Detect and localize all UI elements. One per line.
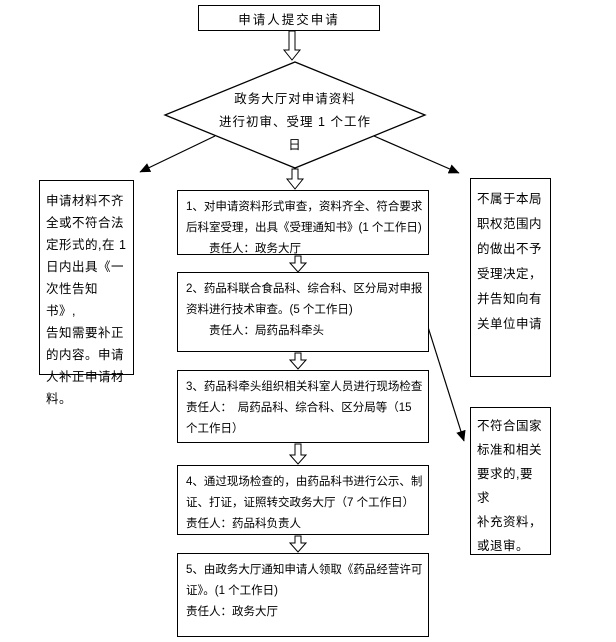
branch-arrow-supplement xyxy=(427,326,466,442)
step-line: 资料进行技术审查。(5 个工作日) xyxy=(186,304,353,316)
step-line: 责任人：政务大厅 xyxy=(186,606,278,618)
step-line: 证》。(1 个工作日) xyxy=(186,585,278,597)
step-line: 5、由政务大厅通知申请人领取《药品经营许可 xyxy=(186,564,423,576)
process-step-5: 5、由政务大厅通知申请人领取《药品经营许可 证》。(1 个工作日) 责任人：政务… xyxy=(177,553,429,637)
decision-diamond xyxy=(163,61,427,169)
arrow-down-icon xyxy=(288,443,308,465)
step-line: 个工作日） xyxy=(186,423,244,435)
step-line: 责任人：政务大厅 xyxy=(186,243,301,255)
branch-arrow-left xyxy=(139,135,216,173)
step-line: 证、打证，证照转交政务大厅（7 个工作日） xyxy=(186,497,415,509)
step-line: 责任人：药品科负责人 xyxy=(186,518,301,530)
process-step-1: 1、对申请资料形式审查，资料齐全、符合要求 后科室受理，出具《受理通知书》(1 … xyxy=(177,190,429,255)
step-line: 2、药品科联合食品科、综合科、区分局对申报 xyxy=(186,283,423,295)
right-branch-node: 不属于本局 职权范围内 的做出不予 受理决定， 并告知向有 关单位申请 xyxy=(470,178,551,377)
arrow-down-icon xyxy=(282,30,302,61)
arrow-down-icon xyxy=(288,255,308,273)
arrow-down-icon xyxy=(288,352,308,370)
arrow-down-icon xyxy=(285,168,305,190)
decision-node-label: 政务大厅对申请资料 进行初审、受理 1 个工作 日 xyxy=(219,92,371,152)
start-node-label: 申请人提交申请 xyxy=(238,12,340,27)
step-line: 1、对申请资料形式审查，资料齐全、符合要求 xyxy=(186,201,423,213)
start-node: 申请人提交申请 xyxy=(198,5,380,31)
supplement-branch-node: 不符合国家 标准和相关 要求的,要求 补充资料， 或退审。 xyxy=(470,407,551,555)
step-line: 责任人： 局药品科、综合科、区分局等（15 xyxy=(186,402,412,414)
step-line: 3、药品科牵头组织相关科室人员进行现场检查 xyxy=(186,381,423,393)
process-step-2: 2、药品科联合食品科、综合科、区分局对申报 资料进行技术审查。(5 个工作日) … xyxy=(177,272,429,352)
step-line: 后科室受理，出具《受理通知书》(1 个工作日) xyxy=(186,222,422,234)
step-line: 4、通过现场检查的，由药品科书进行公示、制 xyxy=(186,476,423,488)
branch-arrow-right xyxy=(373,135,460,174)
arrow-down-icon xyxy=(288,535,308,553)
step-line: 责任人：局药品科牵头 xyxy=(186,325,324,337)
process-step-4: 4、通过现场检查的，由药品科书进行公示、制 证、打证，证照转交政务大厅（7 个工… xyxy=(177,465,429,535)
left-branch-node: 申请材料不齐 全或不符合法 定形式的,在 1 日内出具《一 次性告知书》, 告知… xyxy=(39,180,134,406)
process-step-3: 3、药品科牵头组织相关科室人员进行现场检查 责任人： 局药品科、综合科、区分局等… xyxy=(177,370,429,443)
